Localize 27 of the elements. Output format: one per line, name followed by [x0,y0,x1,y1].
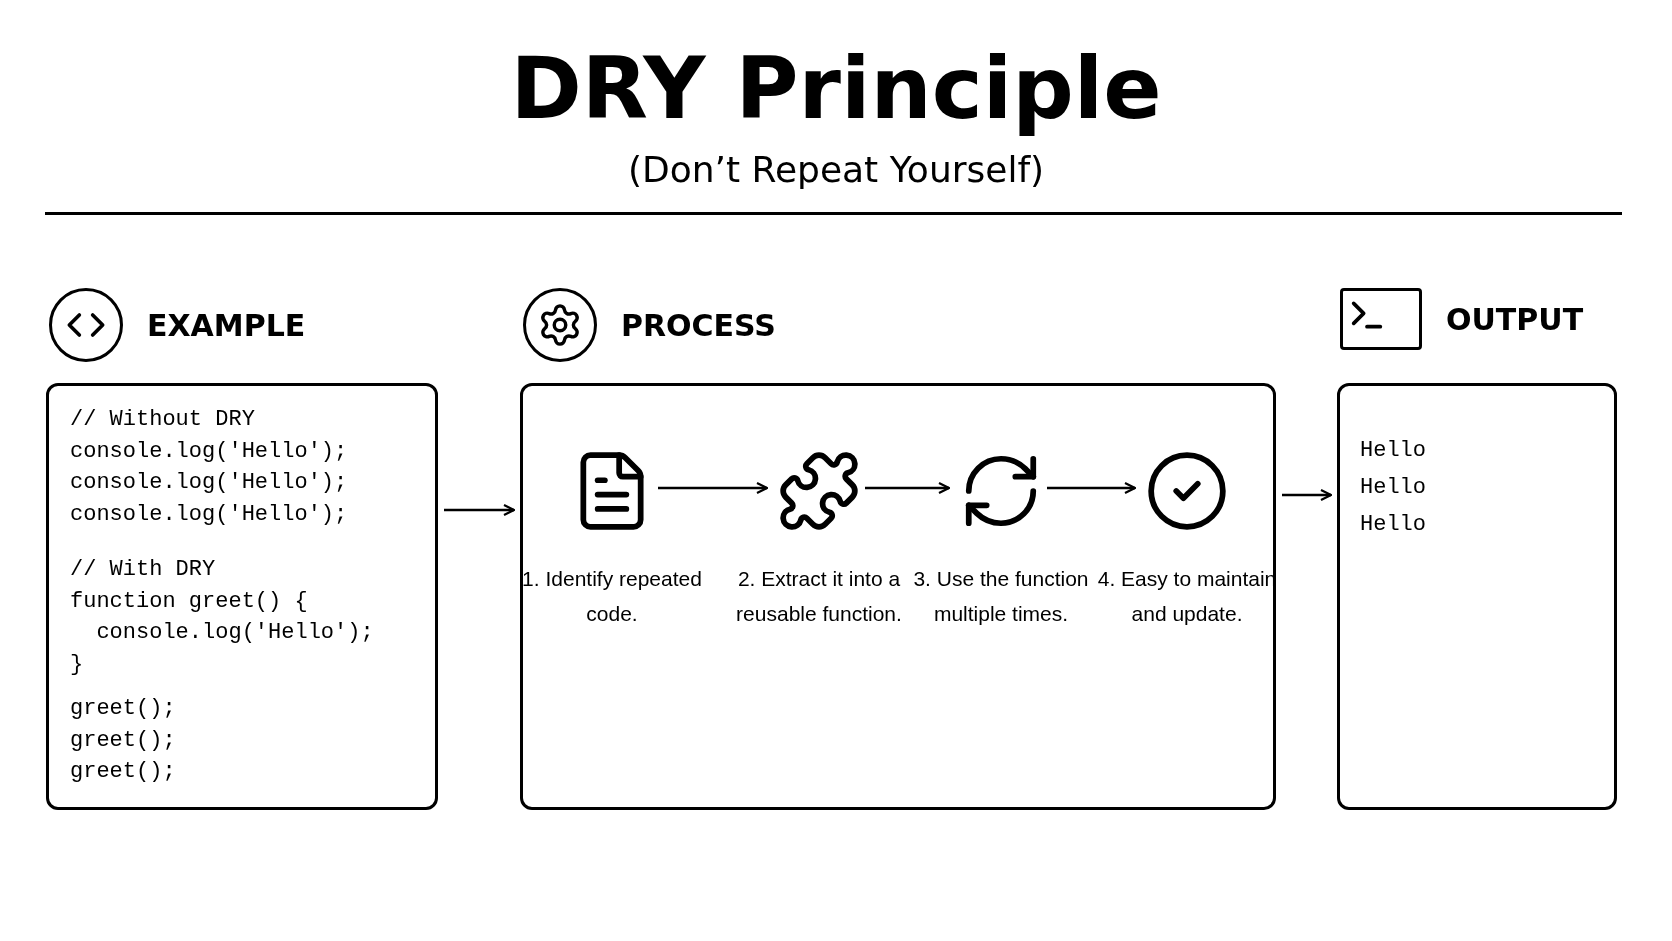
title: DRY Principle [510,38,1162,138]
arrow [1282,488,1333,502]
output-line: Hello [1360,437,1426,465]
code-line: console.log('Hello'); [70,469,349,497]
code-line: console.log('Hello'); [95,619,374,647]
arrow [865,481,951,495]
code-line: function greet() { [70,587,309,616]
section-heading: PROCESS [621,306,776,345]
section-heading: EXAMPLE [147,306,306,345]
code-line: console.log('Hello'); [70,500,349,529]
subtitle: (Don’t Repeat Yourself) [627,148,1045,192]
step-caption: 3. Use the function multiple times. [912,566,1090,627]
arrow [444,503,516,517]
arrow [658,481,769,495]
code-line: greet(); [70,695,177,723]
output-line: Hello [1360,511,1426,539]
code-line: greet(); [70,726,177,755]
code-line: // With DRY [70,556,217,584]
code-line: // Without DRY [70,406,256,434]
step-caption: 2. Extract it into a reusable function. [735,566,903,627]
step-caption: 1. Identify repeated code. [522,566,702,627]
arrow [1047,481,1137,495]
output-line: Hello [1360,474,1426,502]
section-heading: OUTPUT [1446,300,1584,339]
code-line: } [70,650,85,679]
code-line: greet(); [70,758,177,786]
code-line: console.log('Hello'); [70,437,349,466]
